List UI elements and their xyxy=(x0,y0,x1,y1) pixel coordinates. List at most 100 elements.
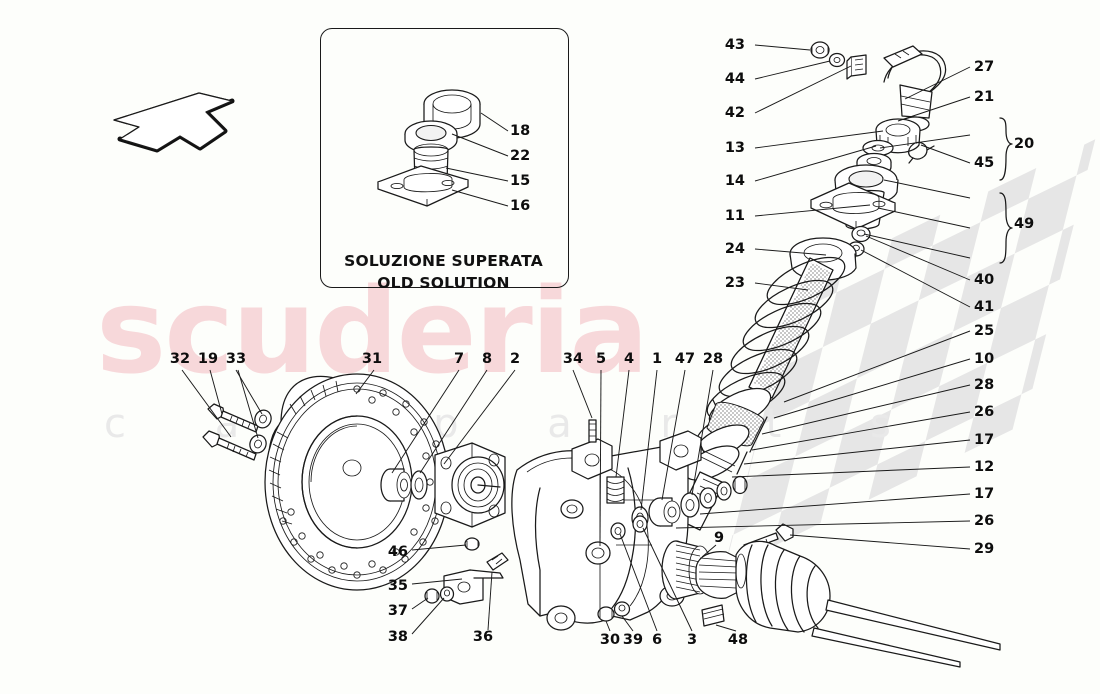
inset-old-solution-parts xyxy=(377,89,509,207)
part-27-sensor-with-cable xyxy=(883,45,947,132)
callout-14: 14 xyxy=(724,173,745,189)
callout-15: 15 xyxy=(510,173,531,189)
callout-10: 10 xyxy=(974,351,995,367)
part-19-bolt xyxy=(202,430,257,461)
callout-16: 16 xyxy=(510,198,531,214)
callout-26-b: 26 xyxy=(974,513,995,529)
part-2-wheel-hub xyxy=(434,442,506,528)
callout-44: 44 xyxy=(724,71,745,87)
cv-joint-boot xyxy=(735,540,831,633)
drive-shaft-spline xyxy=(695,551,739,599)
drive-shaft-assembly xyxy=(661,540,1001,668)
callout-1: 1 xyxy=(651,351,663,367)
callout-37: 37 xyxy=(387,603,408,619)
callout-25: 25 xyxy=(974,323,995,339)
callout-11: 11 xyxy=(724,208,745,224)
part-28-spacer xyxy=(680,492,700,518)
callout-31: 31 xyxy=(361,351,383,367)
caption-italian: SOLUZIONE SUPERATA xyxy=(344,252,543,270)
part-8-washer xyxy=(410,470,428,500)
callout-47: 47 xyxy=(674,351,696,367)
part-36-dowel-pin xyxy=(486,552,509,571)
callout-45: 45 xyxy=(974,155,995,171)
callout-8: 8 xyxy=(481,351,493,367)
hub-carrier-body xyxy=(511,430,702,631)
shock-absorber-assembly xyxy=(676,41,947,531)
old-solution-caption: SOLUZIONE SUPERATA OLD SOLUTION xyxy=(320,250,567,294)
callout-28-top: 28 xyxy=(702,351,724,367)
callout-4: 4 xyxy=(623,351,635,367)
callout-29: 29 xyxy=(974,541,995,557)
part-31-brake-disc xyxy=(264,373,450,591)
part-6-bolt xyxy=(610,522,626,540)
callout-17-a: 17 xyxy=(974,432,995,448)
callout-42: 42 xyxy=(724,105,745,121)
part-35-sensor-bracket xyxy=(443,569,504,605)
callout-35: 35 xyxy=(387,578,408,594)
part-33-washer-lower xyxy=(249,434,267,454)
part-16-mount-plate xyxy=(377,165,469,207)
callout-26-a: 26 xyxy=(974,404,995,420)
callout-17-b: 17 xyxy=(974,486,995,502)
callout-9: 9 xyxy=(713,530,725,546)
drive-shaft-bar xyxy=(811,599,1001,668)
caption-english: OLD SOLUTION xyxy=(377,274,510,292)
callout-18: 18 xyxy=(510,123,531,139)
part-44-washer xyxy=(828,52,846,68)
callout-2: 2 xyxy=(509,351,521,367)
callout-41: 41 xyxy=(974,299,995,315)
callout-36: 36 xyxy=(472,629,494,645)
callout-13: 13 xyxy=(724,140,745,156)
callout-30: 30 xyxy=(599,632,621,648)
callout-34: 34 xyxy=(562,351,584,367)
part-30-nut xyxy=(597,606,615,622)
part-23-coil-spring xyxy=(706,256,846,421)
callout-22: 22 xyxy=(510,148,531,164)
callout-48: 48 xyxy=(727,632,749,648)
part-48-grub-screw xyxy=(701,604,725,627)
part-47-bearing xyxy=(648,497,681,527)
part-11-mount-plate xyxy=(810,182,896,230)
part-17-washer-a xyxy=(716,481,732,501)
part-46-bolt xyxy=(464,537,480,551)
part-37-nut xyxy=(424,588,440,604)
part-7-spacer xyxy=(380,468,412,502)
callout-19: 19 xyxy=(197,351,219,367)
callout-24: 24 xyxy=(724,241,745,257)
callout-12: 12 xyxy=(974,459,995,475)
callout-23: 23 xyxy=(724,275,745,291)
brake-disc-assembly xyxy=(202,373,450,591)
leader-lines xyxy=(181,44,971,635)
group-label-20: 20 xyxy=(1014,136,1035,152)
part-33-washer-upper xyxy=(254,409,272,429)
part-3-bolt xyxy=(632,515,648,533)
callout-27: 27 xyxy=(974,59,995,75)
callout-32: 32 xyxy=(169,351,191,367)
callout-38: 38 xyxy=(387,629,408,645)
part-40-nut xyxy=(851,225,871,243)
callout-3: 3 xyxy=(686,632,698,648)
old-solution-inset-box xyxy=(320,28,569,288)
part-26-washer-a xyxy=(699,487,717,509)
part-39-washer xyxy=(613,601,631,617)
callout-40: 40 xyxy=(974,272,995,288)
callout-5: 5 xyxy=(595,351,607,367)
callout-33: 33 xyxy=(225,351,247,367)
group-label-49: 49 xyxy=(1014,216,1035,232)
part-34-pin xyxy=(588,419,597,443)
group-braces xyxy=(999,117,1013,264)
part-38-washer xyxy=(439,586,455,602)
part-12-nut xyxy=(732,475,748,495)
callout-39: 39 xyxy=(622,632,644,648)
part-32-bolt xyxy=(207,403,259,433)
callout-6: 6 xyxy=(651,632,663,648)
part-43-nut xyxy=(810,41,830,59)
part-4-coil-spring-pin xyxy=(606,476,625,504)
part-42-bracket xyxy=(846,54,867,80)
callout-28-right: 28 xyxy=(974,377,995,393)
damper-rod xyxy=(748,257,834,399)
inset-leader-lines xyxy=(445,112,509,207)
callout-7: 7 xyxy=(453,351,465,367)
